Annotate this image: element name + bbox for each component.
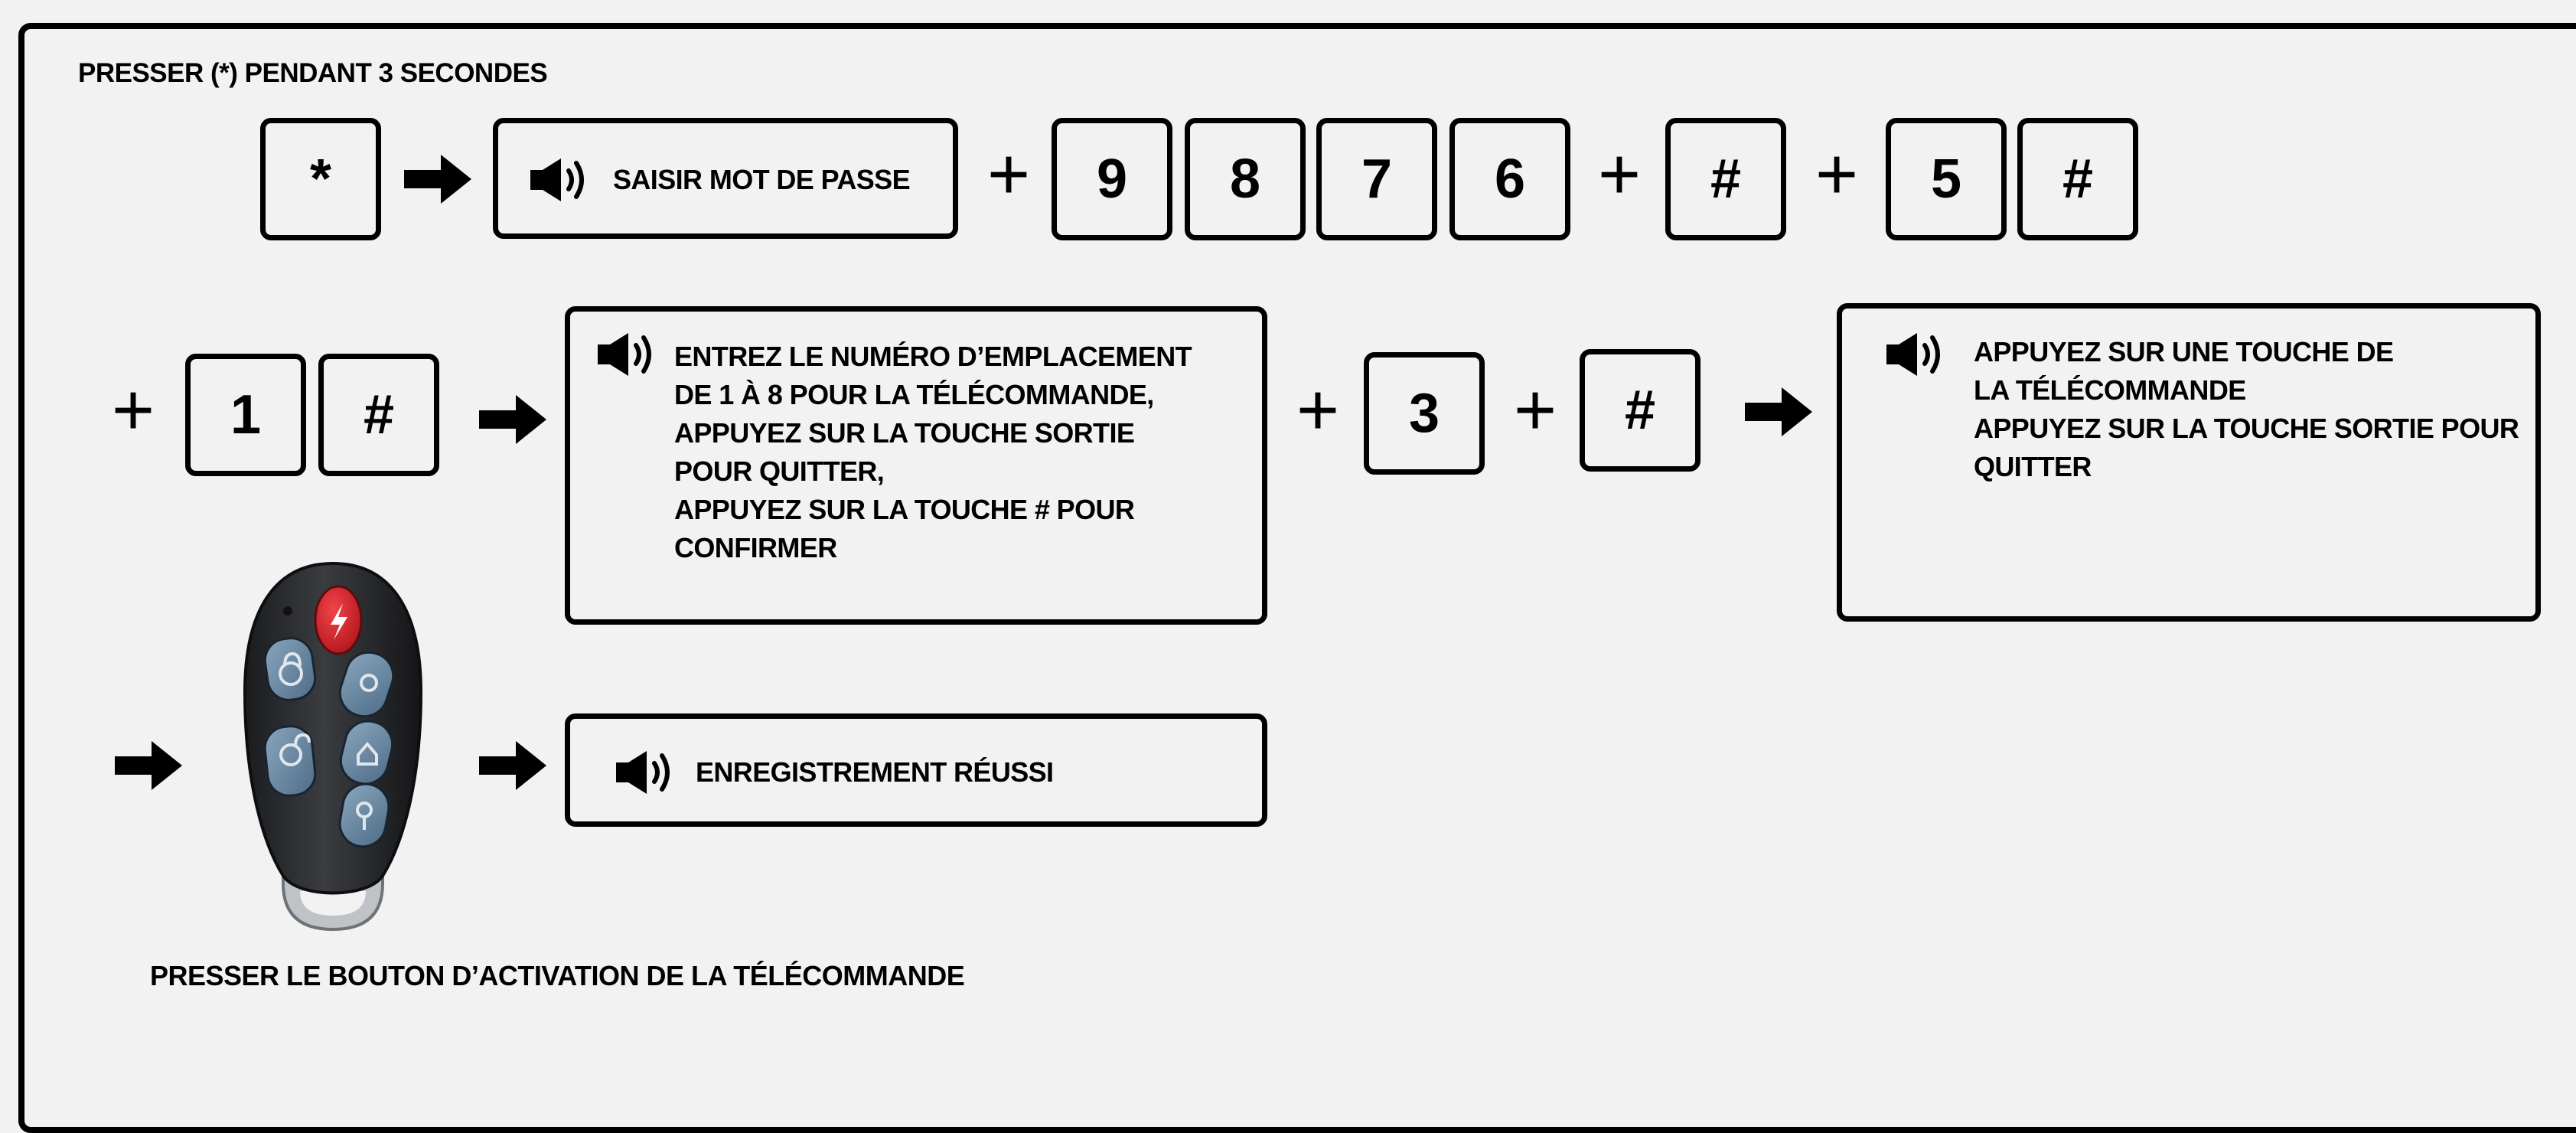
plus-sign: + — [1815, 133, 1859, 215]
password-key-6: 6 — [1449, 118, 1570, 240]
plus-sign: + — [1597, 133, 1642, 215]
instruction-line: POUR QUITTER, — [674, 455, 885, 487]
plus-sign: + — [1296, 369, 1340, 451]
instruction-line: APPUYEZ SUR LA TOUCHE SORTIE POUR — [1974, 413, 2519, 444]
remote-activation-caption: PRESSER LE BOUTON D’ACTIVATION DE LA TÉL… — [150, 960, 965, 991]
right-arrow-icon — [479, 741, 546, 790]
right-arrow-icon — [404, 155, 471, 204]
right-arrow-icon — [115, 741, 182, 790]
plus-sign: + — [111, 369, 155, 451]
plus-sign: + — [986, 133, 1031, 215]
five-key: 5 — [1886, 118, 2007, 240]
instruction-line: APPUYEZ SUR LA TOUCHE # POUR — [674, 494, 1135, 525]
star-key: * — [260, 118, 381, 240]
instruction-line: APPUYEZ SUR UNE TOUCHE DE — [1974, 336, 2394, 367]
password-prompt-box: SAISIR MOT DE PASSE — [493, 118, 958, 239]
one-key: 1 — [185, 354, 306, 476]
password-key-7: 7 — [1316, 118, 1437, 240]
password-key-8: 8 — [1185, 118, 1306, 240]
instruction-line: APPUYEZ SUR LA TOUCHE SORTIE — [674, 417, 1135, 449]
remote-instruction-text: APPUYEZ SUR UNE TOUCHE DE LA TÉLÉCOMMAND… — [1974, 333, 2519, 486]
hash-key: # — [1665, 118, 1786, 240]
plus-sign: + — [1513, 369, 1557, 451]
success-message-text: ENREGISTREMENT RÉUSSI — [696, 756, 1054, 788]
location-instruction-text: ENTREZ LE NUMÉRO D’EMPLACEMENT DE 1 À 8 … — [674, 338, 1192, 567]
right-arrow-icon — [1745, 387, 1812, 436]
speaker-icon — [616, 751, 670, 794]
instruction-line: DE 1 À 8 POUR LA TÉLÉCOMMANDE, — [674, 379, 1154, 410]
instruction-line: LA TÉLÉCOMMANDE — [1974, 374, 2246, 406]
instruction-line: QUITTER — [1974, 451, 2092, 482]
hash-key: # — [1580, 349, 1700, 472]
right-arrow-icon — [479, 395, 546, 444]
speaker-icon — [1886, 333, 1940, 376]
password-prompt-text: SAISIR MOT DE PASSE — [613, 164, 911, 195]
hash-key: # — [2017, 118, 2138, 240]
password-key-9: 9 — [1052, 118, 1172, 240]
instruction-line: CONFIRMER — [674, 532, 837, 563]
header-instruction: PRESSER (*) PENDANT 3 SECONDES — [78, 58, 548, 88]
remote-instruction-box: APPUYEZ SUR UNE TOUCHE DE LA TÉLÉCOMMAND… — [1837, 303, 2541, 622]
location-instruction-box: ENTREZ LE NUMÉRO D’EMPLACEMENT DE 1 À 8 … — [565, 306, 1267, 625]
success-message-box: ENREGISTREMENT RÉUSSI — [565, 713, 1267, 827]
speaker-icon — [530, 158, 584, 201]
instruction-line: ENTREZ LE NUMÉRO D’EMPLACEMENT — [674, 341, 1192, 372]
remote-control-icon — [243, 561, 423, 932]
speaker-icon — [598, 333, 651, 376]
three-key: 3 — [1364, 352, 1485, 475]
hash-key: # — [318, 354, 439, 476]
